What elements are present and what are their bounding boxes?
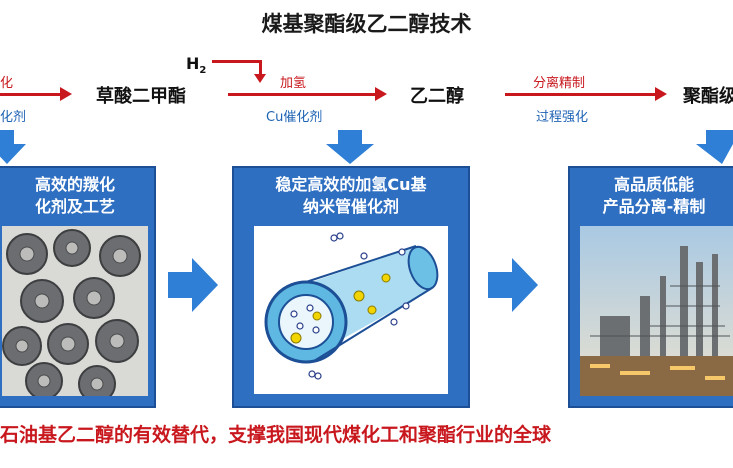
panel3-line2: 产品分离-精制 [602, 197, 706, 216]
panel1-line1: 高效的羰化 [34, 175, 115, 194]
page-title: 煤基聚酯级乙二醇技术 [261, 12, 472, 36]
h2-label: H2 [186, 54, 206, 76]
h2-subscript: 2 [199, 65, 207, 77]
step3-top-label: 分离精制 [533, 76, 586, 91]
step3-arrow-head [655, 87, 667, 101]
panel-carbonylation: 高效的羰化 化剂及工艺 [0, 166, 156, 408]
step1-arrow-line [0, 93, 60, 96]
panel3-line1: 高品质低能 [613, 175, 694, 194]
process-flow: 化 化剂 草酸二甲酯 H2 加氢 Cu催化剂 乙二醇 分离精制 过程强化 聚酯级 [0, 50, 733, 130]
panel-hydrogenation: 稳定高效的加氢Cu基 纳米管催化剂 [232, 166, 470, 408]
down-arrows [0, 130, 733, 164]
right-arrow-icon [488, 258, 538, 312]
panel-separation: 高品质低能 产品分离-精制 [568, 166, 733, 408]
panel2-line2: 纳米管催化剂 [302, 197, 399, 216]
h2-feed-drop [259, 60, 262, 76]
step2-arrow-head [375, 87, 387, 101]
panel1-line2: 化剂及工艺 [34, 197, 115, 216]
panel2-line1: 稳定高效的加氢Cu基 [275, 175, 427, 194]
step3-arrow-line [505, 93, 655, 96]
node-dimethyl-oxalate: 草酸二甲酯 [96, 86, 186, 107]
right-arrow-icon [168, 258, 218, 312]
h2-symbol: H [186, 54, 200, 73]
step1-top-label: 化 [0, 76, 14, 91]
step1-arrow-head [60, 87, 72, 101]
catalyst-pellets-image [2, 226, 148, 396]
node-polyester-grade: 聚酯级 [683, 86, 733, 107]
down-arrow-icon [696, 130, 733, 164]
chemical-plant-photo [580, 226, 733, 396]
step2-top-label: 加氢 [280, 76, 307, 91]
conclusion-text: 石油基乙二醇的有效替代，支撑我国现代煤化工和聚酯行业的全球 [0, 424, 552, 446]
nanotube-catalyst-diagram [254, 226, 448, 394]
node-ethylene-glycol: 乙二醇 [410, 86, 464, 107]
down-arrow-icon [326, 130, 374, 164]
step1-bottom-label: 化剂 [0, 110, 27, 125]
step2-arrow-line [228, 93, 375, 96]
down-arrow-icon [0, 130, 26, 164]
step2-bottom-label: Cu催化剂 [266, 110, 323, 125]
h2-feed-line [212, 60, 262, 63]
step3-bottom-label: 过程强化 [536, 110, 589, 125]
h2-arrow-head [254, 74, 266, 83]
